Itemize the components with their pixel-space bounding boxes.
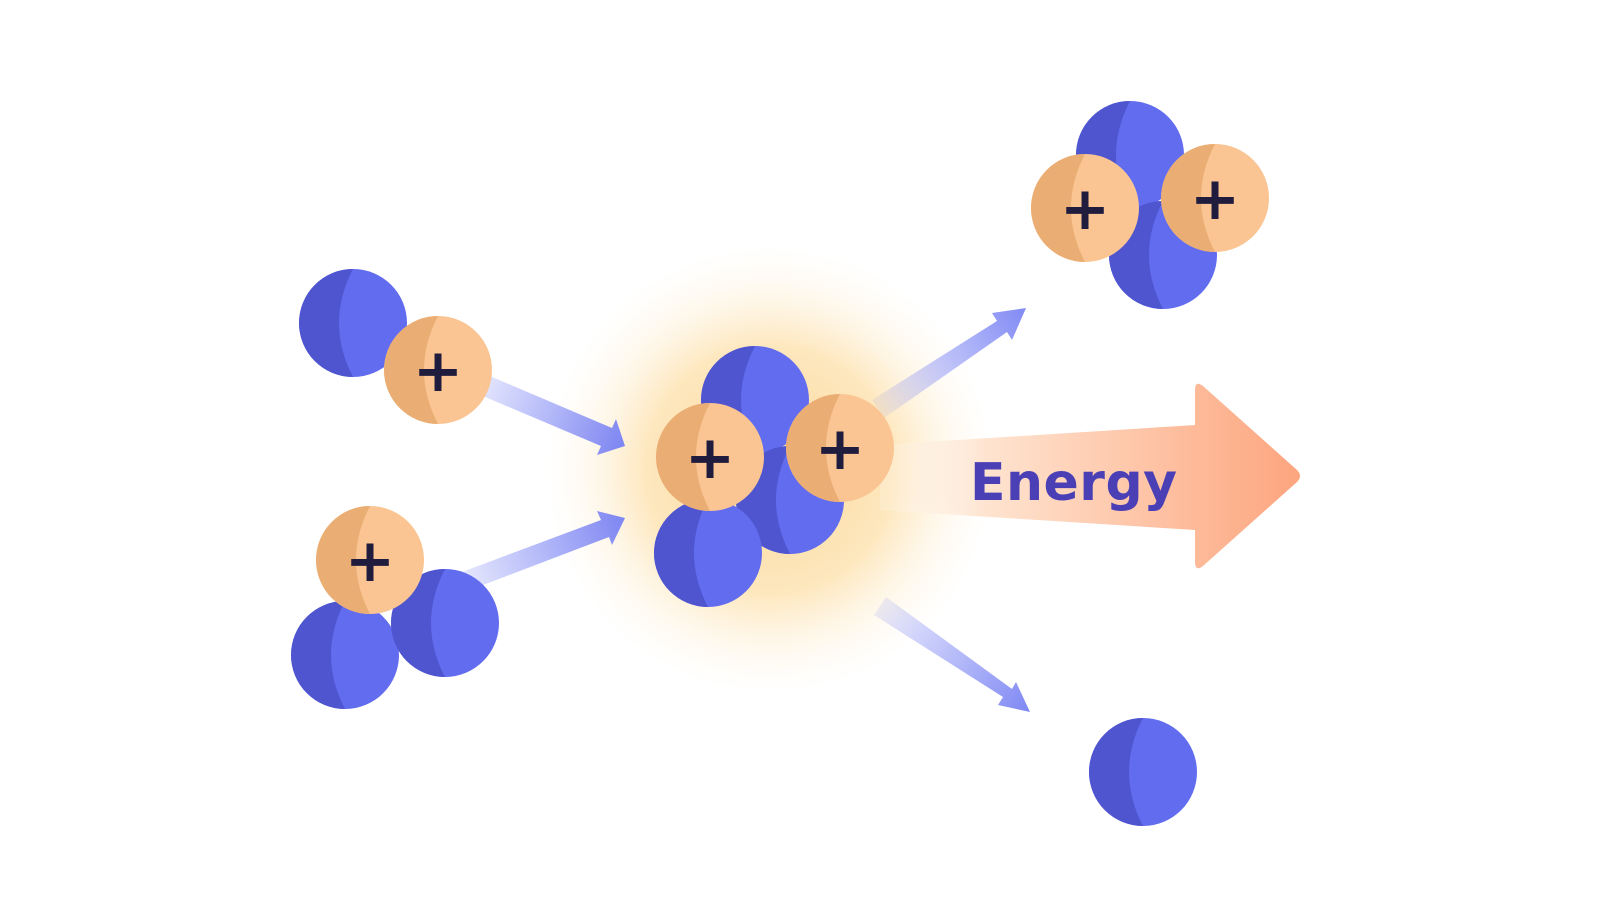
fused-proton-1: + [656, 403, 764, 511]
incoming-arrow-bottom [462, 511, 625, 590]
energy-arrow: Energy [880, 383, 1300, 569]
tritium-neutron-1 [291, 601, 399, 709]
helium-proton-2: + [1161, 144, 1269, 252]
tritium-proton: + [316, 506, 424, 614]
outgoing-arrow-neutron [874, 597, 1030, 712]
proton-plus-symbol: + [685, 423, 735, 493]
deuterium-neutron [299, 269, 407, 377]
outgoing-arrow-helium [872, 308, 1026, 418]
particles-layer: + + + + + + [291, 101, 1269, 826]
energy-label: Energy [970, 453, 1178, 513]
proton-plus-symbol: + [1060, 174, 1110, 244]
proton-plus-symbol: + [345, 526, 395, 596]
free-neutron [1089, 718, 1197, 826]
helium-proton-1: + [1031, 154, 1139, 262]
proton-plus-symbol: + [413, 336, 463, 406]
deuterium-proton: + [384, 316, 492, 424]
proton-plus-symbol: + [815, 414, 865, 484]
fused-proton-2: + [786, 394, 894, 502]
fused-neutron-3 [654, 499, 762, 607]
incoming-arrow-top [478, 374, 625, 455]
proton-plus-symbol: + [1190, 164, 1240, 234]
